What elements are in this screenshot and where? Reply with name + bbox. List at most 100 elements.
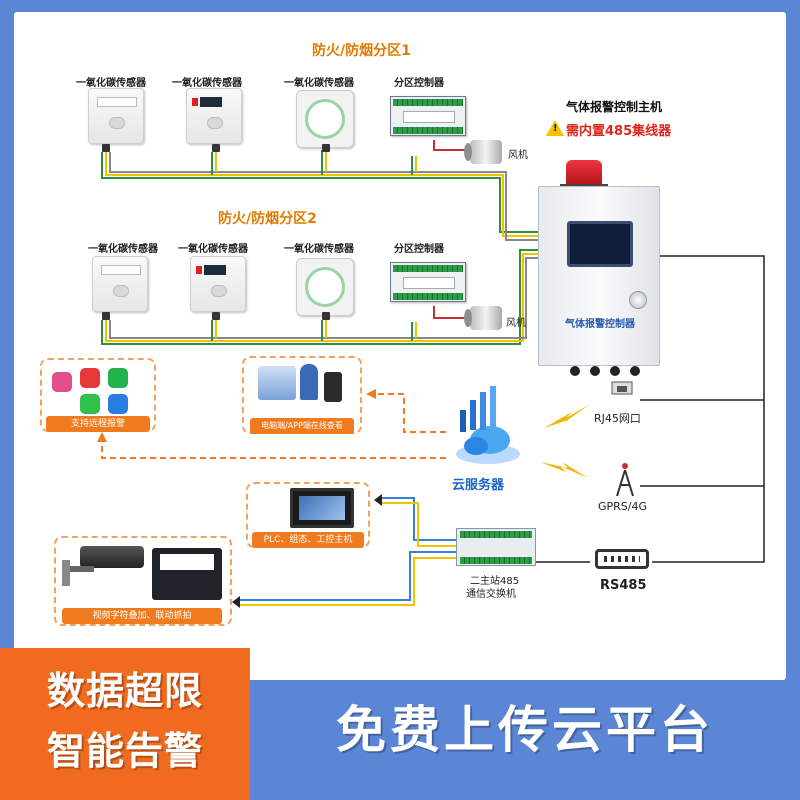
co-sensor-icon bbox=[92, 256, 148, 312]
banner-left-line2: 智能告警 bbox=[46, 729, 203, 773]
detector-ring-icon bbox=[305, 267, 345, 307]
co-sensor-icon bbox=[190, 256, 246, 312]
switch-links bbox=[238, 497, 456, 606]
arrow-to-pc bbox=[366, 389, 376, 399]
controller-terminal-icon bbox=[393, 293, 463, 300]
zone1-fan-label: 风机 bbox=[508, 150, 528, 161]
lightning-icons bbox=[540, 404, 590, 478]
host-panel-name: 气体报警控制器 bbox=[565, 319, 635, 330]
sensor-probe-icon bbox=[322, 144, 330, 152]
zone-controller-icon bbox=[390, 96, 466, 136]
controller-terminal-icon bbox=[393, 127, 463, 134]
person-icon bbox=[52, 372, 72, 392]
rj45-icon bbox=[611, 381, 633, 395]
sensor-vent-icon bbox=[113, 285, 129, 297]
industrial-monitor-icon bbox=[290, 488, 354, 528]
banner-slogan: 免费上传云平台 bbox=[336, 701, 714, 759]
cable-gland-icon bbox=[610, 366, 620, 376]
zone2-device-label-1: 一氧化碳传感器 bbox=[88, 244, 158, 255]
fan-icon bbox=[464, 140, 502, 164]
sensor-display-icon bbox=[200, 97, 222, 107]
cloud-label: 云服务器 bbox=[452, 478, 505, 493]
pc-app-label: 电脑端/APP端在线查看 bbox=[250, 418, 354, 434]
co-detector-icon bbox=[296, 258, 354, 316]
arrow-to-video bbox=[232, 596, 240, 608]
zone2-device-label-3: 一氧化碳传感器 bbox=[284, 244, 354, 255]
banner-left-block: 数据超限 智能告警 bbox=[0, 648, 250, 800]
sensor-nameplate bbox=[101, 265, 141, 275]
gas-alarm-host-icon: 气体报警控制器 bbox=[538, 186, 660, 366]
gprs-tower-icon bbox=[616, 463, 634, 497]
zone2-fan-label: 风机 bbox=[506, 318, 526, 329]
message-icon bbox=[80, 394, 100, 414]
rs485-switch-icon bbox=[456, 528, 536, 566]
co-sensor-icon bbox=[186, 88, 242, 144]
banner-left-line1: 数据超限 bbox=[46, 669, 203, 713]
cable-gland-icon bbox=[570, 366, 580, 376]
plc-label: PLC、组态、工控主机 bbox=[252, 532, 364, 548]
sensor-indicator-icon bbox=[196, 266, 202, 274]
cloud-arrows bbox=[101, 393, 446, 459]
email-icon bbox=[108, 394, 128, 414]
switch-terminal-icon bbox=[460, 531, 532, 538]
camera-icon bbox=[80, 546, 144, 568]
siren-icon bbox=[566, 160, 602, 188]
sensor-probe-icon bbox=[212, 144, 220, 152]
sensor-vent-icon bbox=[211, 285, 227, 297]
zone1-bus bbox=[101, 140, 538, 241]
wechat-icon bbox=[108, 368, 128, 388]
cable-gland-icon bbox=[630, 366, 640, 376]
host-screen-icon bbox=[567, 221, 633, 267]
controller-terminal-icon bbox=[393, 99, 463, 106]
host-title: 气体报警控制主机 bbox=[566, 100, 663, 114]
sensor-probe-icon bbox=[212, 312, 220, 320]
cable-gland-icon bbox=[590, 366, 600, 376]
gprs-label: GPRS/4G bbox=[598, 500, 648, 513]
camera-mount-icon bbox=[66, 566, 94, 572]
zone2-device-label-2: 一氧化碳传感器 bbox=[178, 244, 248, 255]
warning-icon bbox=[546, 120, 564, 136]
phone-icon bbox=[324, 372, 342, 402]
zone2-title: 防火/防烟分区2 bbox=[218, 211, 317, 227]
computer-user-icon bbox=[258, 366, 296, 400]
remote-alarm-label: 支持远程报警 bbox=[46, 416, 150, 432]
sensor-display-icon bbox=[204, 265, 226, 275]
zone2-bus bbox=[101, 249, 538, 345]
cloud-icon bbox=[456, 386, 520, 464]
sensor-indicator-icon bbox=[192, 98, 198, 106]
switch-label-line1: 二主站485 bbox=[470, 576, 520, 587]
zone2-device-label-4: 分区控制器 bbox=[394, 244, 444, 255]
sensor-nameplate bbox=[97, 97, 137, 107]
sensor-probe-icon bbox=[102, 144, 110, 152]
rs485-label: RS485 bbox=[600, 578, 647, 593]
zone1-device-label-2: 一氧化碳传感器 bbox=[172, 78, 242, 89]
sensor-probe-icon bbox=[322, 312, 330, 320]
controller-label-icon bbox=[403, 111, 455, 123]
switch-terminal-icon bbox=[460, 557, 532, 564]
arrow-to-plc bbox=[374, 494, 382, 506]
switch-label-line2: 通信交换机 bbox=[466, 589, 516, 600]
host-uplinks bbox=[536, 255, 765, 563]
controller-label-icon bbox=[403, 277, 455, 289]
fan-icon bbox=[464, 306, 502, 330]
video-overlay-device-icon bbox=[152, 548, 222, 600]
controller-terminal-icon bbox=[393, 265, 463, 272]
zone-controller-icon bbox=[390, 262, 466, 302]
person-icon bbox=[300, 364, 318, 400]
sensor-vent-icon bbox=[109, 117, 125, 129]
host-knob-icon bbox=[629, 291, 647, 309]
detector-ring-icon bbox=[305, 99, 345, 139]
co-sensor-icon bbox=[88, 88, 144, 144]
zone1-title: 防火/防烟分区1 bbox=[312, 43, 411, 59]
video-label: 视频字符叠加、联动抓拍 bbox=[62, 608, 222, 624]
zone1-device-label-3: 一氧化碳传感器 bbox=[284, 78, 354, 89]
rs485-connector-icon bbox=[595, 549, 649, 569]
host-warning: 需内置485集线器 bbox=[566, 124, 672, 139]
sensor-probe-icon bbox=[102, 312, 110, 320]
camera-wall-icon bbox=[62, 560, 70, 586]
sensor-vent-icon bbox=[207, 117, 223, 129]
arrow-to-remote bbox=[97, 432, 107, 442]
zone1-device-label-4: 分区控制器 bbox=[394, 78, 444, 89]
